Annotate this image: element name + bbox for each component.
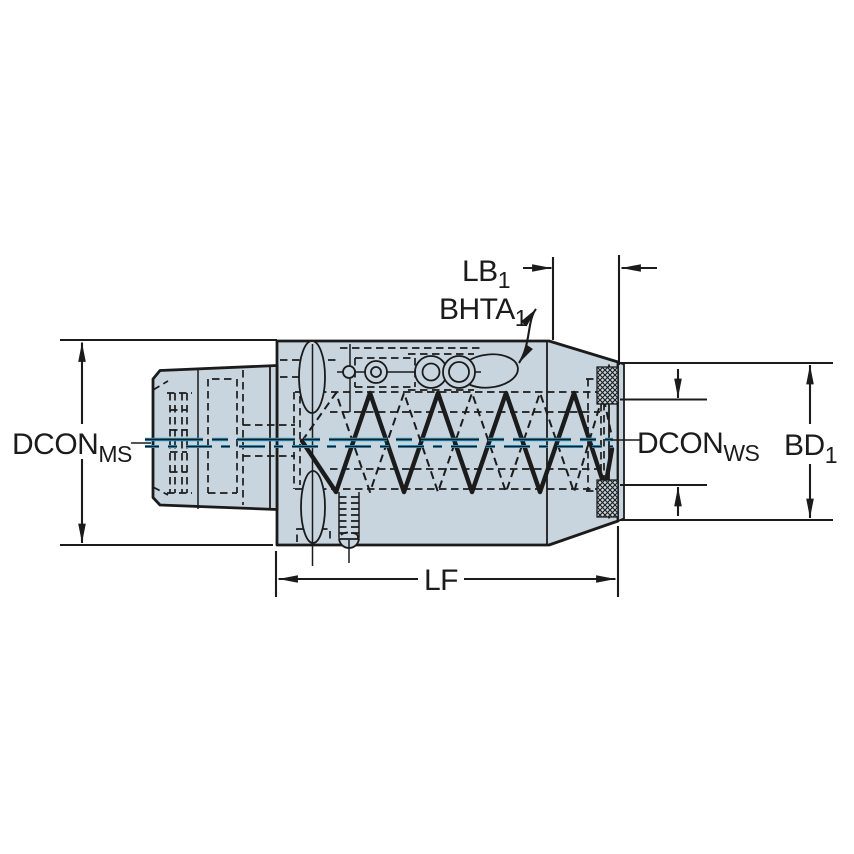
bottom-set-screw xyxy=(338,492,360,563)
angle-leader-curve xyxy=(518,308,537,364)
dimension-lf: LF xyxy=(274,526,620,597)
label-bhta1: BHTA1 xyxy=(439,293,527,331)
front-serration-rings xyxy=(596,366,619,518)
coupling-hidden-lines xyxy=(152,370,295,505)
dimension-bhta1: BHTA1 xyxy=(439,293,537,364)
label-dcon-ms: DCONMS xyxy=(12,428,132,467)
coupling-outline xyxy=(151,364,279,511)
screw-circle-small xyxy=(342,365,356,379)
serration-top xyxy=(596,366,619,405)
label-bd1: BD1 xyxy=(784,429,837,468)
spring-back-coil xyxy=(301,392,613,493)
dimension-dcon-ms: DCONMS xyxy=(12,338,277,547)
screw-tip-hidden xyxy=(339,531,359,543)
pin-right-inner xyxy=(448,361,470,383)
dimension-dcon-ws: DCONWS xyxy=(620,369,760,516)
serration-bottom xyxy=(596,479,619,518)
label-dcon-ws: DCONWS xyxy=(637,427,760,466)
centerline xyxy=(131,437,642,448)
dimension-lb1: LB1 xyxy=(462,255,657,365)
spring-front-coil xyxy=(299,390,615,495)
clamping-spring xyxy=(299,390,615,495)
pin-left-inner xyxy=(421,362,441,382)
front-face-band xyxy=(617,361,625,522)
side-lock-screws xyxy=(337,344,519,412)
label-lf: LF xyxy=(424,564,458,597)
dimension-bd1: BD1 xyxy=(620,361,837,522)
machine-side-coupling xyxy=(151,364,295,511)
slot-ellipses xyxy=(298,340,326,566)
label-lb1: LB1 xyxy=(462,255,510,293)
ring-inner xyxy=(370,366,382,378)
